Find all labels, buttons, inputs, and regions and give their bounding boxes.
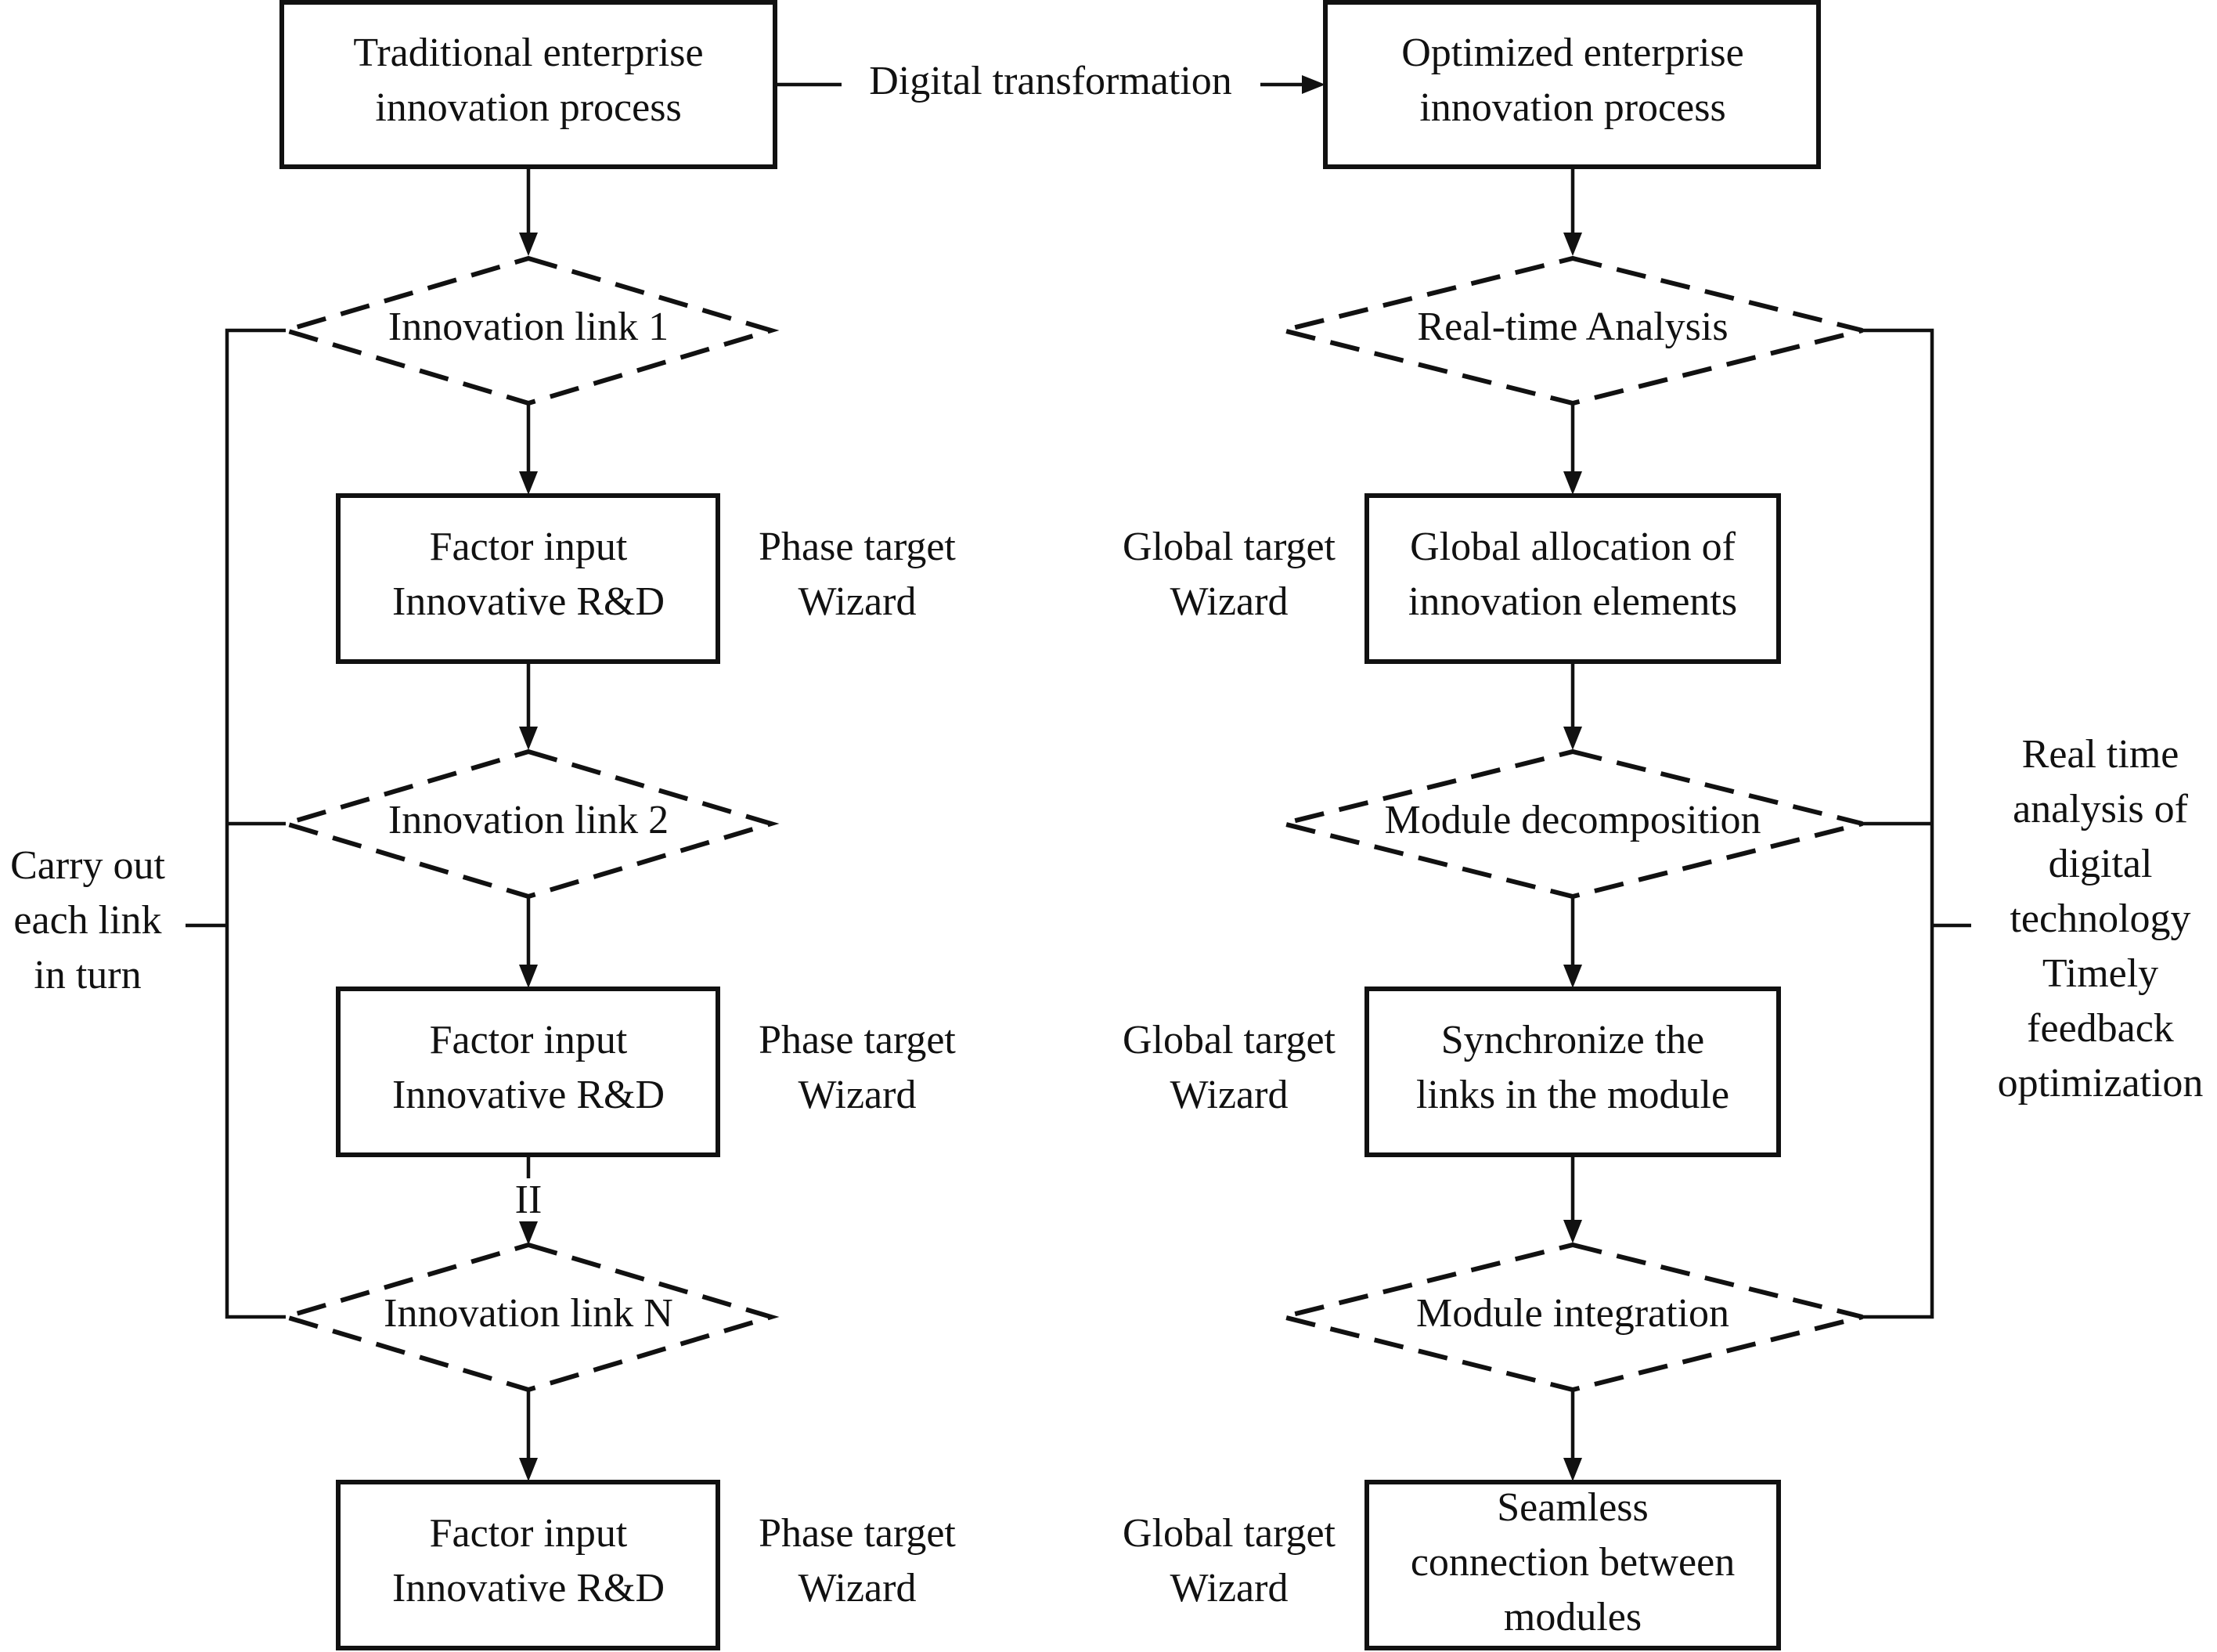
seamless-connection-line-2: connection between (1411, 1540, 1735, 1585)
right-side-note-line-4: technology (2010, 896, 2190, 941)
traditional-process-title-line-2: innovation process (375, 85, 681, 130)
right-side-note-line-7: optimization (1998, 1061, 2204, 1106)
left-side-note: Carry out each link in turn (10, 843, 165, 997)
phase-target-note-2-line-1: Phase target (759, 1018, 956, 1062)
factor-input-box-3-line-2: Innovative R&D (392, 1566, 665, 1611)
factor-input-box-2-line-2: Innovative R&D (392, 1073, 665, 1117)
left-side-note-line-3: in turn (34, 953, 141, 997)
global-target-note-2: Global target Wizard (1123, 1018, 1336, 1117)
left-side-note-line-1: Carry out (10, 843, 165, 888)
global-target-note-1: Global target Wizard (1123, 525, 1336, 624)
right-side-note-line-3: digital (2049, 842, 2153, 886)
left-side-note-line-2: each link (13, 898, 161, 943)
synchronize-links-line-2: links in the module (1416, 1073, 1729, 1117)
right-bracket (1862, 328, 1971, 1319)
digital-transformation-label: Digital transformation (869, 59, 1232, 103)
innovation-link-1-diamond: Innovation link 1 (277, 255, 780, 406)
left-bracket (186, 328, 286, 1319)
traditional-process-title-line-1: Traditional enterprise (353, 31, 703, 75)
innovation-link-2-label: Innovation link 2 (388, 798, 669, 842)
global-target-note-2-line-2: Wizard (1170, 1073, 1289, 1117)
real-time-analysis-label: Real-time Analysis (1417, 305, 1728, 349)
module-integration-diamond: Module integration (1282, 1242, 1863, 1393)
global-target-note-1-line-2: Wizard (1170, 579, 1289, 624)
global-target-note-3: Global target Wizard (1123, 1511, 1336, 1611)
global-target-note-3-line-1: Global target (1123, 1511, 1336, 1556)
right-side-note: Real time analysis of digital technology… (1998, 732, 2204, 1106)
factor-input-box-2: Factor input Innovative R&D (336, 987, 720, 1157)
right-side-note-line-6: feedback (2027, 1006, 2174, 1051)
phase-target-note-1-line-2: Wizard (798, 579, 917, 624)
global-allocation-line-1: Global allocation of (1410, 525, 1736, 569)
module-decomposition-diamond: Module decomposition (1282, 748, 1863, 900)
global-target-note-1-line-1: Global target (1123, 525, 1336, 569)
phase-target-note-1: Phase target Wizard (759, 525, 956, 624)
traditional-process-box: Traditional enterprise innovation proces… (279, 0, 777, 169)
factor-input-box-1-line-2: Innovative R&D (392, 579, 665, 624)
right-side-note-line-1: Real time (2022, 732, 2179, 777)
seamless-connection-box: Seamless connection between modules (1364, 1480, 1781, 1650)
phase-target-note-3: Phase target Wizard (759, 1511, 956, 1611)
optimized-process-title-line-2: innovation process (1419, 85, 1725, 130)
continuation-mark: II (515, 1178, 543, 1222)
factor-input-box-3: Factor input Innovative R&D (336, 1480, 720, 1650)
global-target-note-2-line-1: Global target (1123, 1018, 1336, 1062)
innovation-link-n-diamond: Innovation link N (277, 1242, 780, 1393)
module-integration-label: Module integration (1416, 1291, 1729, 1336)
global-allocation-box: Global allocation of innovation elements (1364, 493, 1781, 664)
module-decomposition-label: Module decomposition (1385, 798, 1761, 842)
synchronize-links-box: Synchronize the links in the module (1364, 987, 1781, 1157)
right-side-note-line-5: Timely (2042, 951, 2158, 996)
innovation-link-1-label: Innovation link 1 (388, 305, 669, 349)
traditional-flow-connectors (519, 167, 538, 1481)
global-allocation-line-2: innovation elements (1408, 579, 1737, 624)
synchronize-links-line-1: Synchronize the (1441, 1018, 1704, 1062)
phase-target-note-2: Phase target Wizard (759, 1018, 956, 1117)
digital-transformation-arrow: Digital transformation (775, 59, 1325, 103)
optimized-process-box: Optimized enterprise innovation process (1323, 0, 1821, 169)
innovation-link-n-label: Innovation link N (384, 1291, 673, 1336)
global-target-note-3-line-2: Wizard (1170, 1566, 1289, 1611)
innovation-link-2-diamond: Innovation link 2 (277, 748, 780, 900)
factor-input-box-2-line-1: Factor input (430, 1018, 628, 1062)
optimized-flow-connectors (1563, 167, 1582, 1481)
optimized-process-title-line-1: Optimized enterprise (1401, 31, 1744, 75)
factor-input-box-1: Factor input Innovative R&D (336, 493, 720, 664)
right-side-note-line-2: analysis of (2013, 787, 2189, 831)
phase-target-note-3-line-1: Phase target (759, 1511, 956, 1556)
factor-input-box-3-line-1: Factor input (430, 1511, 628, 1556)
phase-target-note-2-line-2: Wizard (798, 1073, 917, 1117)
phase-target-note-3-line-2: Wizard (798, 1566, 917, 1611)
seamless-connection-line-1: Seamless (1497, 1485, 1649, 1530)
factor-input-box-1-line-1: Factor input (430, 525, 628, 569)
real-time-analysis-diamond: Real-time Analysis (1282, 255, 1863, 406)
seamless-connection-line-3: modules (1504, 1595, 1642, 1639)
phase-target-note-1-line-1: Phase target (759, 525, 956, 569)
